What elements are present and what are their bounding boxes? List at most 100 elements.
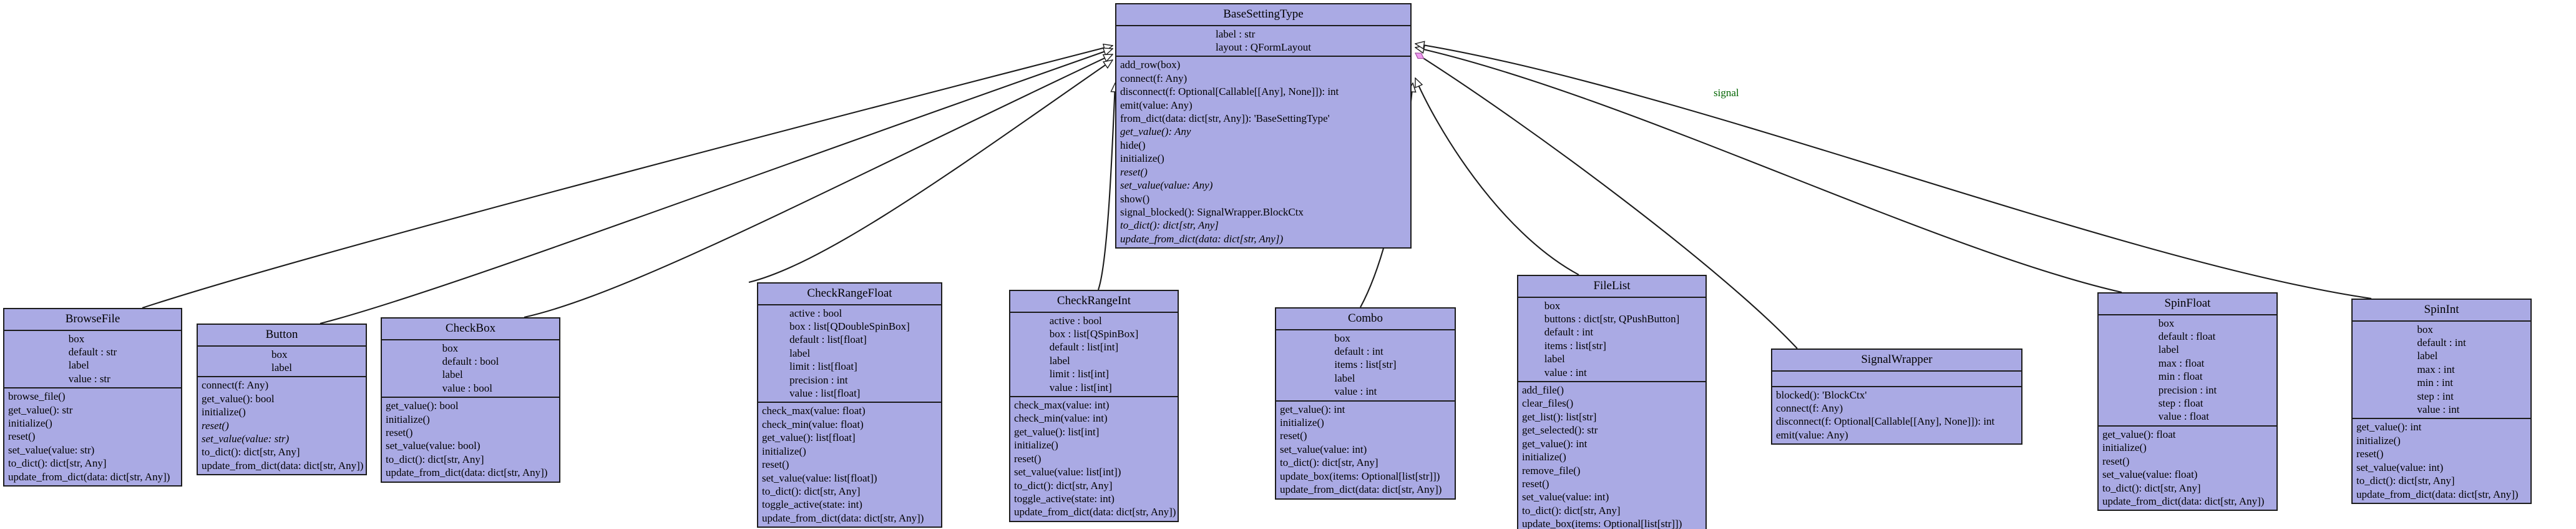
- attribute-row: items : list[str]: [1334, 358, 1397, 371]
- operation-row: disconnect(f: Optional[Callable[[Any], N…: [1120, 86, 1339, 98]
- operation-row: show(): [1120, 192, 1150, 205]
- operation-row: to_dict(): dict[str, Any]: [1522, 504, 1621, 517]
- attribute-row: label: [1544, 353, 1565, 365]
- operation-row: to_dict(): dict[str, Any]: [386, 453, 484, 465]
- attribute-row: box: [271, 348, 288, 360]
- operation-row: get_value(): Any: [1120, 126, 1191, 138]
- class-operations-check-range-int: check_max(value: int)check_min(value: in…: [1010, 397, 1178, 521]
- operation-row: set_value(value: str): [8, 443, 95, 456]
- operation-row: update_box(items: Optional[list[str]]): [1522, 518, 1682, 529]
- operation-row: to_dict(): dict[str, Any]: [1280, 457, 1378, 469]
- attribute-row: layout : QFormLayout: [1216, 41, 1311, 54]
- operation-row: reset(): [1120, 166, 1148, 178]
- attribute-row: box: [1544, 299, 1561, 312]
- operation-row: check_min(value: float): [762, 418, 864, 430]
- attribute-row: label: [2417, 350, 2438, 362]
- operation-row: reset(): [1280, 430, 1307, 442]
- operation-row: check_max(value: int): [1014, 399, 1110, 412]
- class-name-combo: Combo: [1276, 309, 1455, 330]
- operation-row: toggle_active(state: int): [762, 498, 862, 511]
- operation-row: get_value(): int: [1522, 437, 1588, 450]
- attribute-row: default : str: [68, 346, 117, 358]
- attribute-row: value : bool: [442, 382, 492, 394]
- operation-row: initialize(): [2356, 434, 2401, 447]
- edge-browsefile-inherit: [142, 46, 1113, 309]
- attribute-row: label: [68, 359, 89, 372]
- operation-row: set_value(value: int): [2356, 461, 2444, 473]
- attribute-row: value : list[float]: [789, 387, 861, 400]
- operation-row: get_value(): str: [8, 403, 73, 416]
- edge-spinint-inherit: [1415, 44, 2372, 300]
- attribute-row: label: [442, 368, 463, 381]
- attribute-row: value : float: [2158, 410, 2209, 423]
- class-name-file-list: FileList: [1518, 276, 1705, 298]
- operation-row: emit(value: Any): [1776, 428, 1848, 441]
- operation-row: get_list(): list[str]: [1522, 410, 1597, 423]
- attribute-row: default : int: [1544, 326, 1594, 339]
- operation-row: connect(f: Any): [1776, 402, 1843, 415]
- operation-row: to_dict(): dict[str, Any]: [1120, 219, 1219, 232]
- operation-row: get_value(): bool: [202, 392, 275, 405]
- class-box-signal-wrapper[interactable]: SignalWrapper blocked(): 'BlockCtx'connec…: [1771, 349, 2022, 445]
- operation-row: initialize(): [1522, 451, 1566, 463]
- attribute-row: items : list[str]: [1544, 339, 1606, 352]
- attribute-row: box: [2158, 317, 2175, 329]
- attribute-row: default : bool: [442, 355, 499, 368]
- operation-row: from_dict(data: dict[str, Any]): 'BaseSe…: [1120, 112, 1330, 125]
- operation-row: set_value(value: float): [2102, 468, 2198, 481]
- operation-row: update_from_dict(data: dict[str, Any]): [1280, 483, 1442, 496]
- operation-row: clear_files(): [1522, 397, 1574, 410]
- operation-row: set_value(value: Any): [1120, 179, 1213, 192]
- operation-row: hide(): [1120, 139, 1146, 151]
- operation-row: to_dict(): dict[str, Any]: [2356, 475, 2455, 487]
- attribute-row: label: [789, 347, 811, 359]
- operation-row: emit(value: Any): [1120, 99, 1193, 111]
- class-name-checkbox: CheckBox: [382, 319, 559, 340]
- attribute-row: value : int: [1544, 366, 1587, 378]
- operation-row: initialize(): [762, 445, 806, 457]
- attribute-row: label: [271, 362, 293, 374]
- operation-row: get_value(): bool: [386, 400, 459, 412]
- attribute-row: label: [1334, 372, 1355, 384]
- class-operations-base-setting-type: add_row(box)connect(f: Any) disconnect(f:…: [1116, 57, 1410, 247]
- class-operations-signal-wrapper: blocked(): 'BlockCtx'connect(f: Any)disc…: [1772, 387, 2021, 444]
- operation-row: set_value(value: str): [202, 433, 290, 445]
- class-name-spin-int: SpinInt: [2353, 300, 2530, 322]
- operation-row: reset(): [1014, 452, 1042, 465]
- class-name-spin-float: SpinFloat: [2099, 294, 2276, 315]
- operation-row: to_dict(): dict[str, Any]: [202, 446, 300, 458]
- operation-row: update_from_dict(data: dict[str, Any]): [762, 512, 924, 524]
- attribute-row: value : int: [2417, 403, 2460, 416]
- operation-row: to_dict(): dict[str, Any]: [2102, 482, 2201, 494]
- operation-row: add_row(box): [1120, 59, 1181, 71]
- attribute-row: default : int: [2417, 337, 2466, 349]
- attribute-row: active : bool: [789, 307, 842, 319]
- attribute-row: min : float: [2158, 370, 2203, 383]
- class-name-signal-wrapper: SignalWrapper: [1772, 350, 2021, 372]
- operation-row: initialize(): [386, 413, 430, 425]
- operation-row: update_from_dict(data: dict[str, Any]): [1120, 232, 1284, 245]
- operation-row: connect(f: Any): [1120, 72, 1188, 84]
- class-attributes-button: box label: [198, 347, 366, 378]
- operation-row: to_dict(): dict[str, Any]: [1014, 479, 1113, 492]
- operation-row: initialize(): [1280, 417, 1324, 429]
